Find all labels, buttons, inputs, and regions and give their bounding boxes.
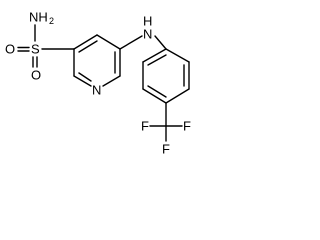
nh2-label: NH xyxy=(29,10,48,25)
bond-c5-c4-inner xyxy=(78,40,98,53)
bond-c2-n1 xyxy=(102,75,121,87)
bond-c5-c4 xyxy=(73,34,98,50)
oxygen-bottom-label: O xyxy=(31,68,41,83)
amine-nitrogen-label: N xyxy=(143,27,152,42)
fluorine-bottom-label: F xyxy=(162,142,170,157)
oxygen-left-label: O xyxy=(5,42,15,57)
bonds xyxy=(17,24,190,142)
bond-b6-b1 xyxy=(142,48,167,63)
bond-b1-b2 xyxy=(165,48,190,63)
bond-n1-c6 xyxy=(73,75,92,87)
bond-b4-b5 xyxy=(142,88,167,104)
bond-c2-nh xyxy=(119,35,143,50)
bond-b3-b4 xyxy=(165,88,190,104)
sulfur-label: S xyxy=(31,42,40,57)
bond-b4-b5-inner xyxy=(147,85,167,98)
structure-diagram: NH 2 S O O N N H F F F xyxy=(5,10,191,157)
bond-c4-c3 xyxy=(96,34,121,50)
bond-nh-c1 xyxy=(154,35,167,50)
bond-b6-b1-inner xyxy=(147,54,167,66)
fluorine-left-label: F xyxy=(141,119,149,134)
molecule-canvas: NH 2 S O O N N H F F F xyxy=(0,0,222,172)
bond-n1-c6-inner xyxy=(78,72,92,82)
ring-nitrogen-label: N xyxy=(92,83,101,98)
nh2-subscript: 2 xyxy=(49,16,54,26)
amine-hydrogen-label: H xyxy=(143,14,152,29)
atom-labels: NH 2 S O O N N H F F F xyxy=(5,10,191,157)
fluorine-right-label: F xyxy=(183,119,191,134)
